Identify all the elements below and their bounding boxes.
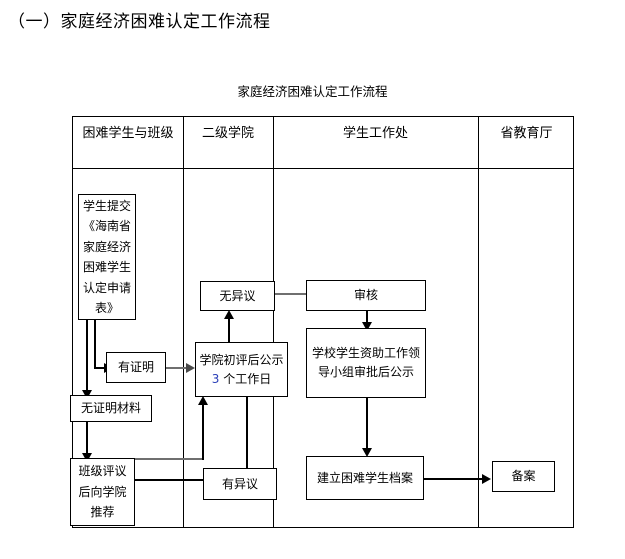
edge-proof-review-h	[166, 367, 190, 370]
node-proof[interactable]: 有证明	[106, 352, 166, 383]
edge-noproof-class-arrow	[82, 453, 92, 462]
node-has-objection[interactable]: 有异议	[203, 468, 277, 500]
edge-audit-approve-arrow	[362, 322, 372, 331]
edge-class-review-arrow	[198, 396, 208, 405]
edge-noproof-class-v	[86, 421, 88, 459]
node-class[interactable]: 班级评议后向学院推荐	[70, 458, 135, 526]
chart-title: 家庭经济困难认定工作流程	[237, 84, 388, 99]
edge-class-review-h	[135, 458, 203, 461]
edge-apply-proof-h	[94, 367, 106, 369]
edge-approve-archive-arrow	[362, 448, 372, 457]
edge-review-hasobj-v	[246, 396, 248, 468]
page-title: （一）家庭经济困难认定工作流程	[8, 12, 271, 32]
edge-review-noobj-v	[228, 318, 230, 344]
edge-apply-proof-v	[94, 320, 96, 368]
edge-audit-approve-v	[366, 310, 368, 328]
node-apply[interactable]: 学生提交《海南省家庭经济困难学生认定申请表》	[78, 194, 136, 320]
edge-review-noobj-arrow	[224, 310, 234, 319]
lane-header-province: 省教育厅	[500, 126, 553, 141]
node-record[interactable]: 备案	[492, 461, 555, 492]
lane-divider-1	[183, 117, 184, 527]
edge-proof-review-arrow	[186, 363, 195, 373]
node-college-review-pre: 学院初评后公示	[199, 352, 284, 367]
edge-hasobj-class-h	[133, 479, 203, 481]
edge-apply-noproof-v	[86, 320, 88, 396]
edge-archive-record-h	[424, 478, 486, 480]
lane-header-student: 困难学生与班级	[82, 126, 174, 141]
node-college-review[interactable]: 学院初评后公示 3 个工作日	[195, 342, 288, 397]
swimlane-header-row	[73, 117, 573, 169]
lane-header-affairs: 学生工作处	[342, 126, 408, 141]
node-college-review-days: 3	[211, 371, 220, 386]
edge-archive-record-arrow	[482, 474, 491, 484]
lane-divider-2	[273, 117, 274, 527]
swimlane-table: 困难学生与班级 二级学院 学生工作处 省教育厅	[72, 116, 574, 528]
edge-apply-noproof-arrow	[82, 390, 92, 399]
lane-header-college: 二级学院	[201, 126, 254, 141]
edge-class-review-v	[202, 404, 204, 460]
node-archive[interactable]: 建立困难学生档案	[306, 456, 424, 500]
node-approve[interactable]: 学校学生资助工作领导小组审批后公示	[306, 328, 426, 398]
edge-noobj-audit-h	[275, 293, 325, 296]
node-college-review-post: 个工作日	[219, 371, 272, 386]
node-noproof[interactable]: 无证明材料	[70, 395, 152, 422]
lane-divider-3	[478, 117, 479, 527]
edge-approve-archive-v	[366, 398, 368, 454]
node-no-objection[interactable]: 无异议	[200, 281, 275, 311]
node-audit[interactable]: 审核	[306, 280, 426, 311]
